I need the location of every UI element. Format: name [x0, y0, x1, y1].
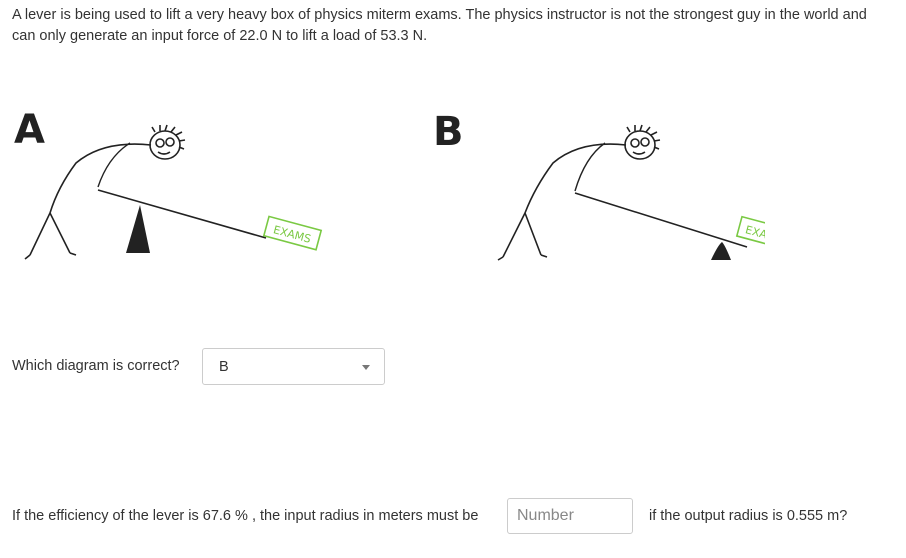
person-body — [24, 143, 152, 260]
question-input-radius: If the efficiency of the lever is 67.6 %… — [12, 508, 478, 524]
fulcrum — [711, 242, 731, 260]
diagram-a: A EXAMS — [8, 95, 348, 270]
person-head-icon — [149, 124, 186, 160]
question-input-radius-prefix: If the efficiency of the lever is — [12, 508, 199, 524]
lever-bar — [574, 192, 748, 248]
question-diagram-correct: Which diagram is correct? — [12, 358, 180, 374]
person-head-icon — [624, 124, 661, 160]
input-radius-field[interactable] — [507, 498, 633, 534]
diagram-a-label: A — [14, 107, 45, 153]
efficiency-value: 67.6 % — [202, 508, 248, 524]
diagram-a-drawing: A EXAMS — [14, 107, 323, 260]
question-input-radius-suffix: if the output radius is 0.555 m? — [649, 508, 848, 524]
chevron-down-icon — [362, 365, 370, 370]
diagram-b-label: B — [433, 109, 464, 155]
diagram-b: B EXAMS — [425, 95, 765, 270]
exams-box: EXAMS — [262, 215, 323, 251]
diagram-b-drawing: B EXAMS — [433, 109, 765, 261]
diagram-select-value: B — [219, 359, 229, 375]
person-arm — [574, 142, 606, 192]
diagram-select[interactable]: B — [202, 348, 385, 385]
question-input-radius-middle: , the input radius in meters must be — [251, 508, 479, 524]
lever-bar — [97, 189, 267, 239]
problem-statement: A lever is being used to lift a very hea… — [12, 7, 867, 44]
fulcrum — [126, 205, 150, 253]
person-arm — [97, 142, 131, 188]
person-body — [497, 143, 627, 261]
